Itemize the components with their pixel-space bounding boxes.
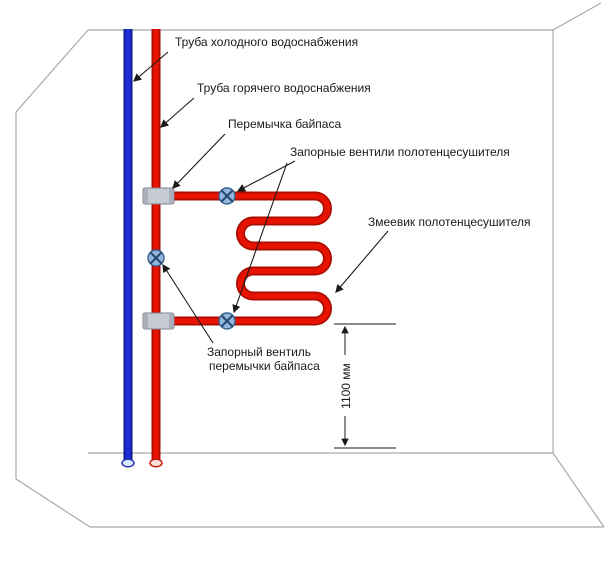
leader-coil xyxy=(335,230,389,293)
cold-pipe-label: Труба холодного водоснабжения xyxy=(175,35,358,49)
coil-label: Змеевик полотенцесушителя xyxy=(368,215,531,229)
wall-bottom-right-diagonal xyxy=(552,452,605,528)
wall-bottom-left-diagonal xyxy=(15,478,91,528)
dimension-1100mm: 1100 мм xyxy=(334,323,396,449)
tee-fitting-top-body xyxy=(142,187,175,205)
tee-fitting-bottom-right-socket xyxy=(169,314,173,328)
dryer-valve-bottom-icon xyxy=(218,312,236,330)
tee-fitting-top-right-socket xyxy=(169,189,173,203)
dryer-valve-top-x xyxy=(221,190,233,202)
room-box-outline xyxy=(15,2,605,528)
dryer-valve-bottom-x xyxy=(221,315,233,327)
pipes xyxy=(125,29,331,462)
tee-fitting-bottom xyxy=(142,312,175,330)
bypass-valve-x xyxy=(150,252,162,264)
towel-dryer-coil-pipe xyxy=(163,193,331,324)
coil-outline xyxy=(163,191,332,326)
cold-pipe-end-cap xyxy=(121,458,135,468)
tee-fitting-bottom-body xyxy=(142,312,175,330)
hot-pipe-end-cap xyxy=(149,458,163,468)
leader-dryer-valve-bottom xyxy=(232,162,288,314)
tee-fitting-top-left-socket xyxy=(144,189,148,203)
bypass-valve-icon xyxy=(147,249,165,267)
leader-arrows xyxy=(133,51,389,344)
leader-hot-pipe xyxy=(160,97,195,128)
leader-bypass xyxy=(172,133,226,189)
leader-cold-pipe xyxy=(133,51,169,82)
bypass-valve-label-line2: перемычки байпаса xyxy=(209,359,320,373)
tee-fitting-bottom-left-socket xyxy=(144,314,148,328)
text-labels: Труба холодного водоснабжения Труба горя… xyxy=(175,35,531,373)
dryer-valve-top-icon xyxy=(218,187,236,205)
bypass-valve-label-line1: Запорный вентиль xyxy=(207,345,311,359)
bypass-label: Перемычка байпаса xyxy=(228,117,341,131)
wall-top-left-diagonal xyxy=(15,29,89,113)
leader-bypass-valve xyxy=(162,263,214,344)
wall-top-right-diagonal xyxy=(552,2,602,31)
dryer-valves-label: Запорные вентили полотенцесушителя xyxy=(290,145,510,159)
hot-pipe-label: Труба горячего водоснабжения xyxy=(197,81,371,95)
tee-fitting-top xyxy=(142,187,175,205)
dimension-text: 1100 мм xyxy=(339,363,353,409)
